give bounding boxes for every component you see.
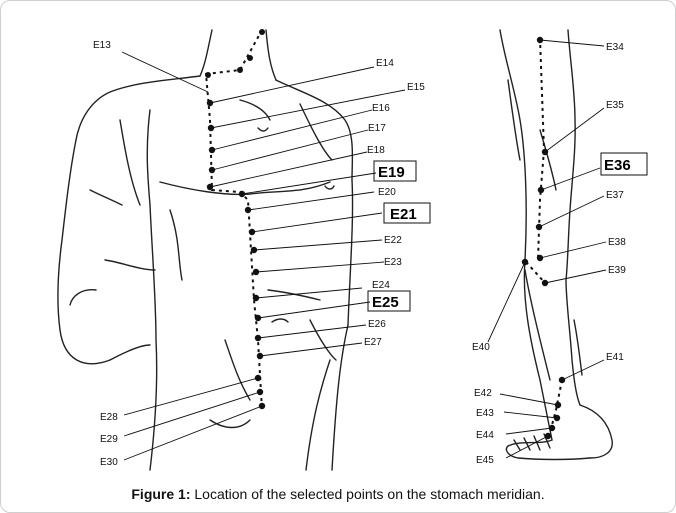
point-dot [255, 315, 261, 321]
label-e19: E19 [378, 164, 405, 181]
label-e28: E28 [100, 412, 118, 423]
point-dot [257, 353, 263, 359]
point-dot [237, 67, 243, 73]
label-e34: E34 [606, 42, 624, 53]
label-e43: E43 [476, 408, 494, 419]
label-e13: E13 [93, 40, 111, 51]
label-e27: E27 [364, 337, 382, 348]
point-dot [255, 375, 261, 381]
point-dot [255, 335, 261, 341]
point-dot [257, 389, 263, 395]
point-dot [239, 191, 245, 197]
label-e29: E29 [100, 434, 118, 445]
point-dot [249, 229, 255, 235]
point-dot [536, 224, 542, 230]
point-dot [207, 184, 213, 190]
label-e18: E18 [367, 145, 385, 156]
point-dot [208, 125, 214, 131]
torso-outline [58, 30, 353, 470]
highlight-boxes [368, 153, 647, 311]
point-dot [259, 29, 265, 35]
label-e36: E36 [604, 157, 631, 174]
figure-caption: Figure 1: Location of the selected point… [0, 486, 676, 502]
point-dot [555, 402, 561, 408]
label-e41: E41 [606, 352, 624, 363]
label-e15: E15 [407, 82, 425, 93]
label-e16: E16 [372, 103, 390, 114]
point-dot [251, 247, 257, 253]
label-e39: E39 [608, 265, 626, 276]
point-dot [245, 207, 251, 213]
label-e42: E42 [474, 388, 492, 399]
point-dot [253, 269, 259, 275]
label-e30: E30 [100, 457, 118, 468]
label-e37: E37 [606, 190, 624, 201]
point-dot [545, 433, 551, 439]
point-dot [559, 377, 565, 383]
point-dot [259, 403, 265, 409]
label-e25: E25 [372, 294, 399, 311]
point-dot [538, 187, 544, 193]
label-e20: E20 [378, 187, 396, 198]
caption-label: Figure 1: [131, 486, 190, 502]
leader-lines [122, 40, 606, 460]
label-e21: E21 [390, 206, 417, 223]
label-e26: E26 [368, 319, 386, 330]
label-e45: E45 [476, 455, 494, 466]
point-dot [542, 149, 548, 155]
label-e38: E38 [608, 237, 626, 248]
label-e14: E14 [376, 58, 394, 69]
label-e35: E35 [606, 100, 624, 111]
label-e23: E23 [384, 257, 402, 268]
label-e44: E44 [476, 430, 494, 441]
point-dot [209, 147, 215, 153]
point-dot [537, 255, 543, 261]
caption-text: Location of the selected points on the s… [191, 486, 545, 502]
label-e17: E17 [368, 123, 386, 134]
label-e40: E40 [472, 342, 490, 353]
point-dot [537, 37, 543, 43]
point-dot [554, 415, 560, 421]
label-e24: E24 [372, 280, 390, 291]
label-e22: E22 [384, 235, 402, 246]
point-dot [247, 55, 253, 61]
point-dot [522, 259, 528, 265]
point-dot [209, 167, 215, 173]
point-dot [549, 425, 555, 431]
point-dot [542, 280, 548, 286]
point-dot [205, 72, 211, 78]
point-dot [253, 295, 259, 301]
point-dot [207, 100, 213, 106]
